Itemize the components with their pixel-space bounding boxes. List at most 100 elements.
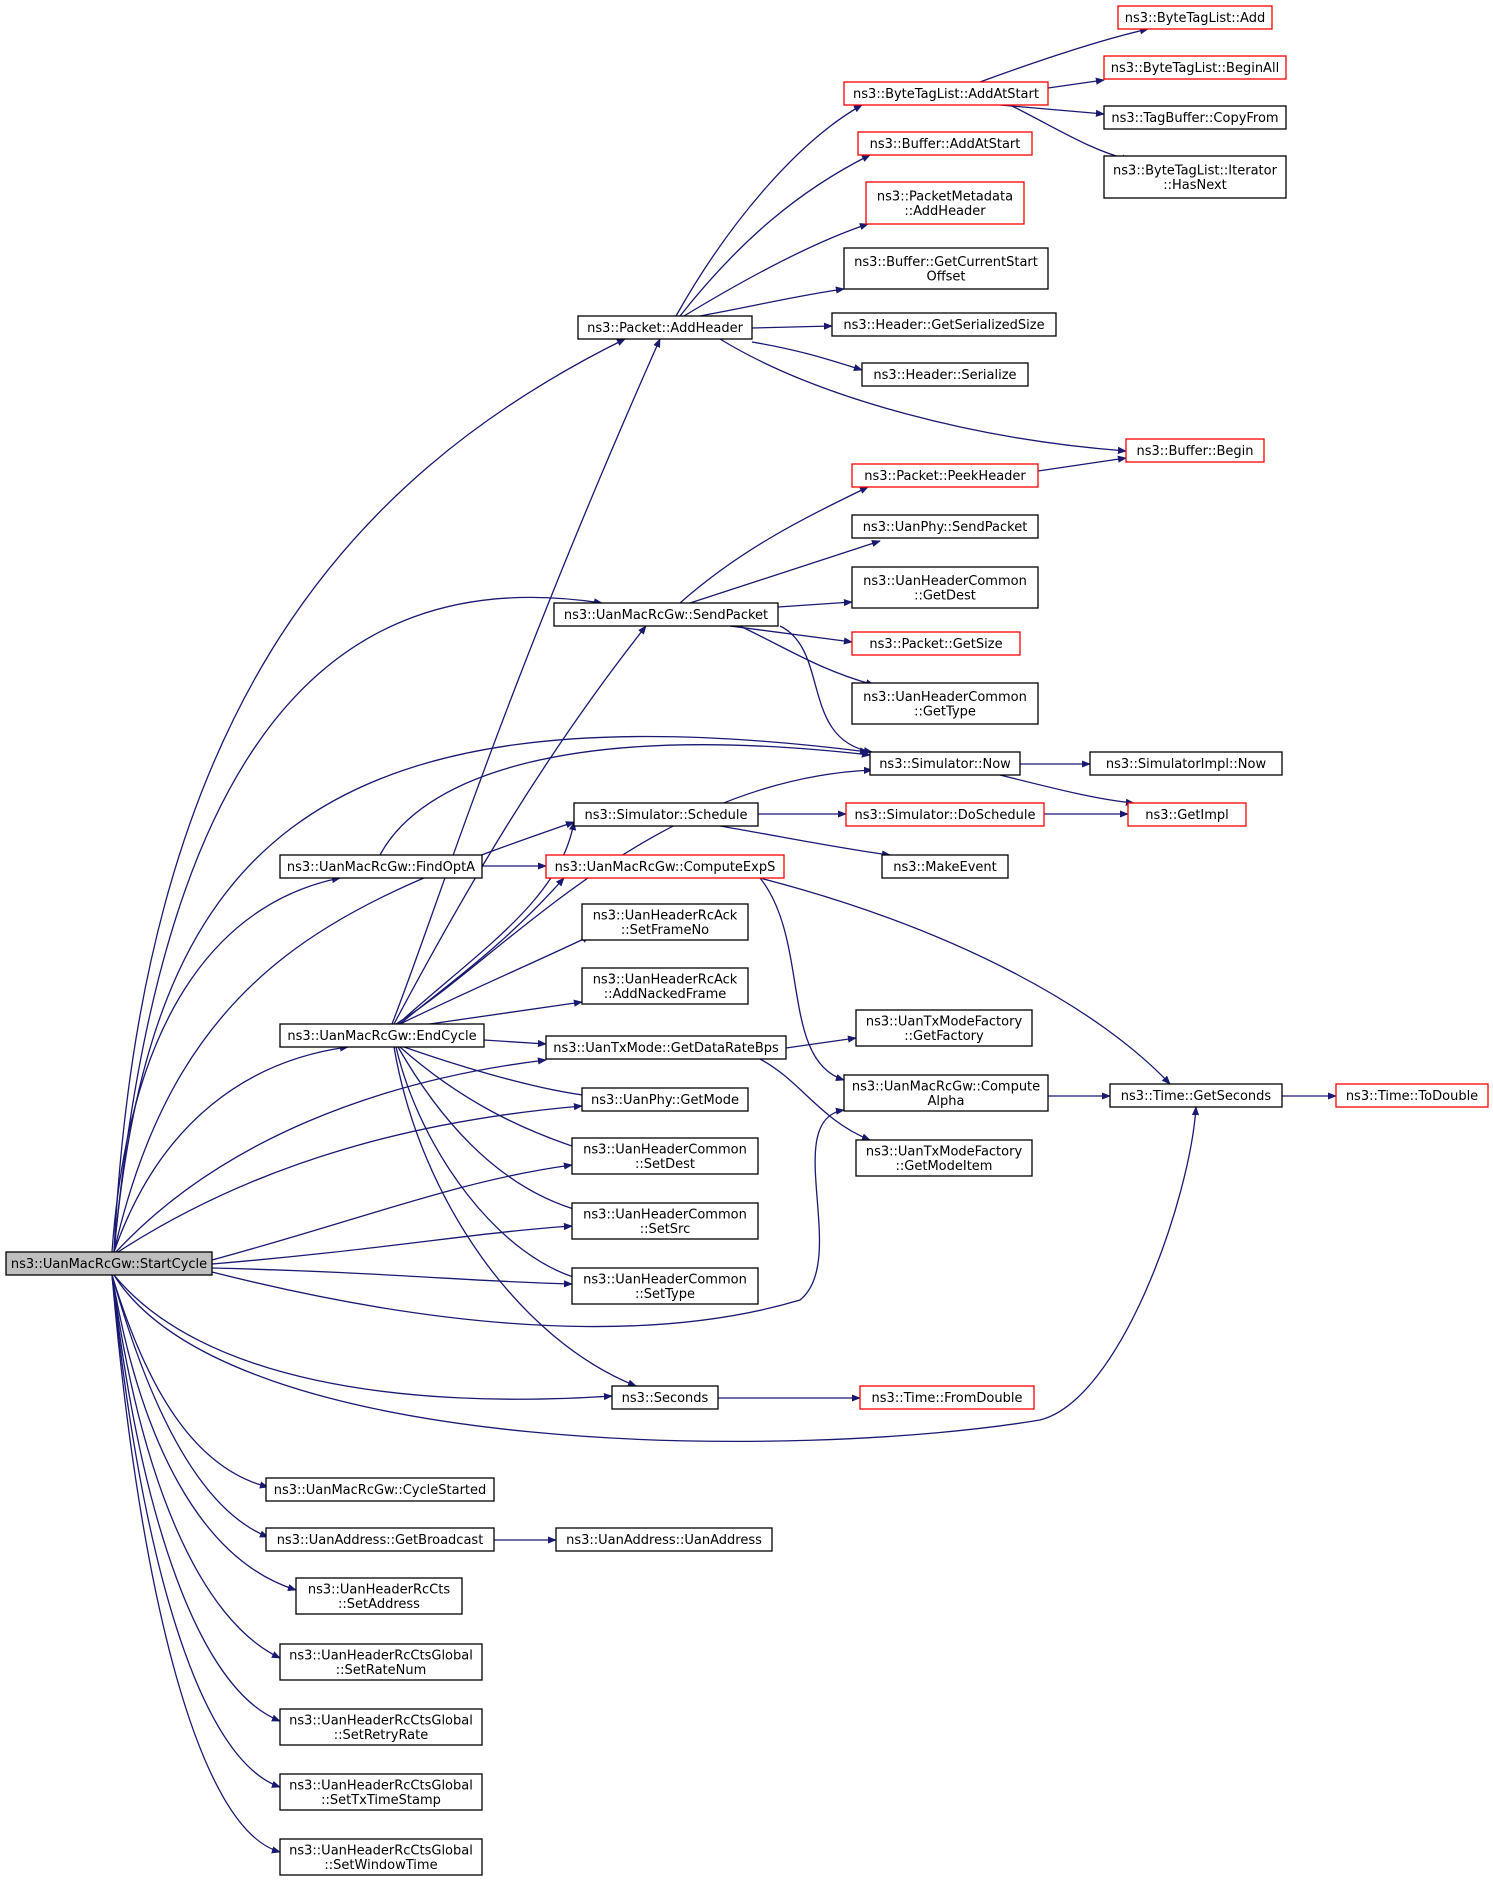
call-edge-33 bbox=[689, 540, 881, 604]
node-box bbox=[851, 682, 1039, 725]
call-edge-20 bbox=[111, 1274, 281, 1854]
node-phy-sendpacket[interactable]: ns3::UanPhy::SendPacket bbox=[851, 514, 1039, 539]
node-bt-beginall[interactable]: ns3::ByteTagList::BeginAll bbox=[1103, 55, 1287, 80]
node-getimpl[interactable]: ns3::GetImpl bbox=[1127, 802, 1247, 827]
call-edge-42 bbox=[719, 825, 891, 858]
node-computeexps[interactable]: ns3::UanMacRcGw::ComputeExpS bbox=[545, 854, 785, 879]
node-bt-addatstart[interactable]: ns3::ByteTagList::AddAtStart bbox=[843, 81, 1049, 106]
node-label: ns3::UanHeaderRcAck bbox=[593, 972, 738, 987]
node-label: ns3::UanTxModeFactory bbox=[866, 1144, 1023, 1159]
node-pm-addheader[interactable]: ns3::PacketMetadata::AddHeader bbox=[865, 181, 1025, 225]
node-box bbox=[571, 1267, 759, 1305]
node-setwindowtime[interactable]: ns3::UanHeaderRcCtsGlobal::SetWindowTime bbox=[279, 1838, 483, 1876]
node-label: ns3::UanHeaderRcCtsGlobal bbox=[289, 1713, 473, 1728]
node-addnackedframe[interactable]: ns3::UanHeaderRcAck::AddNackedFrame bbox=[581, 967, 749, 1005]
node-seconds[interactable]: ns3::Seconds bbox=[611, 1385, 719, 1410]
node-bt-add[interactable]: ns3::ByteTagList::Add bbox=[1117, 5, 1273, 30]
call-edge-21 bbox=[675, 104, 863, 317]
node-box bbox=[279, 1643, 483, 1681]
node-setretryrate[interactable]: ns3::UanHeaderRcCtsGlobal::SetRetryRate bbox=[279, 1708, 483, 1746]
call-edge-60 bbox=[393, 1046, 637, 1387]
node-getfactory[interactable]: ns3::UanTxModeFactory::GetFactory bbox=[855, 1009, 1033, 1047]
call-edge-46 bbox=[759, 877, 845, 1082]
node-peekheader[interactable]: ns3::Packet::PeekHeader bbox=[851, 463, 1039, 488]
node-root: ns3::UanMacRcGw::StartCycle bbox=[5, 1251, 213, 1276]
node-box bbox=[545, 1035, 787, 1060]
node-label: ns3::Buffer::Begin bbox=[1136, 444, 1253, 459]
node-label: ns3::MakeEvent bbox=[893, 860, 997, 875]
node-setdest[interactable]: ns3::UanHeaderCommon::SetDest bbox=[571, 1137, 759, 1175]
call-edge-18 bbox=[111, 1274, 281, 1722]
node-box bbox=[265, 1477, 495, 1502]
node-label: ns3::UanHeaderRcCts bbox=[308, 1582, 450, 1597]
node-gettype[interactable]: ns3::UanHeaderCommon::GetType bbox=[851, 682, 1039, 725]
node-getdataratebps[interactable]: ns3::UanTxMode::GetDataRateBps bbox=[545, 1035, 787, 1060]
call-edge-6 bbox=[115, 1057, 547, 1253]
node-settxtimestamp[interactable]: ns3::UanHeaderRcCtsGlobal::SetTxTimeStam… bbox=[279, 1773, 483, 1811]
node-getseconds[interactable]: ns3::Time::GetSeconds bbox=[1109, 1083, 1283, 1108]
node-schedule[interactable]: ns3::Simulator::Schedule bbox=[573, 802, 759, 827]
node-makeevent[interactable]: ns3::MakeEvent bbox=[881, 854, 1009, 879]
call-edge-30 bbox=[999, 104, 1105, 117]
node-label: ns3::Time::ToDouble bbox=[1346, 1089, 1478, 1104]
node-getserializedsize[interactable]: ns3::Header::GetSerializedSize bbox=[831, 312, 1057, 337]
node-uanaddress[interactable]: ns3::UanAddress::UanAddress bbox=[555, 1527, 773, 1552]
node-getsize[interactable]: ns3::Packet::GetSize bbox=[851, 631, 1021, 656]
node-doschedule[interactable]: ns3::Simulator::DoSchedule bbox=[845, 802, 1045, 827]
node-tb-copyfrom[interactable]: ns3::TagBuffer::CopyFrom bbox=[1103, 105, 1287, 130]
node-label: ::SetFrameNo bbox=[621, 923, 709, 938]
node-label: ns3::GetImpl bbox=[1145, 808, 1229, 823]
call-edge-51 bbox=[397, 821, 577, 1025]
node-getmode[interactable]: ns3::UanPhy::GetMode bbox=[581, 1087, 749, 1112]
node-box bbox=[1109, 1083, 1283, 1108]
call-edge-55 bbox=[483, 1039, 547, 1048]
call-edge-37 bbox=[779, 625, 873, 755]
node-label: ns3::Simulator::Now bbox=[879, 757, 1011, 772]
node-sendpacket[interactable]: ns3::UanMacRcGw::SendPacket bbox=[553, 602, 779, 627]
node-rccts-setaddress[interactable]: ns3::UanHeaderRcCts::SetAddress bbox=[295, 1577, 463, 1615]
call-edge-11 bbox=[211, 1107, 845, 1328]
node-label: ns3::Packet::AddHeader bbox=[587, 321, 743, 336]
node-bt-hasnext[interactable]: ns3::ByteTagList::Iterator::HasNext bbox=[1103, 155, 1287, 199]
node-label: ns3::UanHeaderRcCtsGlobal bbox=[289, 1778, 473, 1793]
node-setframeno[interactable]: ns3::UanHeaderRcAck::SetFrameNo bbox=[581, 903, 749, 941]
node-simnow[interactable]: ns3::Simulator::Now bbox=[869, 751, 1021, 776]
node-box bbox=[573, 802, 759, 827]
node-label: ::SetTxTimeStamp bbox=[321, 1793, 441, 1808]
node-getbroadcast[interactable]: ns3::UanAddress::GetBroadcast bbox=[265, 1527, 495, 1552]
node-box bbox=[611, 1385, 719, 1410]
node-box bbox=[1103, 155, 1287, 199]
node-label: ns3::ByteTagList::Iterator bbox=[1113, 163, 1278, 178]
node-box bbox=[279, 854, 483, 879]
node-label: ns3::ByteTagList::AddAtStart bbox=[853, 87, 1039, 102]
node-settype[interactable]: ns3::UanHeaderCommon::SetType bbox=[571, 1267, 759, 1305]
call-edge-26 bbox=[751, 341, 863, 372]
node-label: ns3::UanAddress::GetBroadcast bbox=[277, 1533, 484, 1548]
call-edge-17 bbox=[111, 1274, 281, 1659]
node-endcycle[interactable]: ns3::UanMacRcGw::EndCycle bbox=[279, 1023, 485, 1048]
node-label: ns3::UanHeaderCommon bbox=[583, 1272, 747, 1287]
node-buf-begin[interactable]: ns3::Buffer::Begin bbox=[1125, 438, 1265, 463]
node-todouble[interactable]: ns3::Time::ToDouble bbox=[1335, 1083, 1489, 1108]
node-addheader[interactable]: ns3::Packet::AddHeader bbox=[577, 315, 753, 340]
call-edge-40 bbox=[999, 774, 1135, 806]
node-getdest[interactable]: ns3::UanHeaderCommon::GetDest bbox=[851, 566, 1039, 609]
node-label: ns3::UanHeaderCommon bbox=[583, 1142, 747, 1157]
node-label: ns3::PacketMetadata bbox=[877, 189, 1013, 204]
node-getmodeitem[interactable]: ns3::UanTxModeFactory::GetModeItem bbox=[855, 1139, 1033, 1177]
node-cyclestarted[interactable]: ns3::UanMacRcGw::CycleStarted bbox=[265, 1477, 495, 1502]
node-buf-addatstart[interactable]: ns3::Buffer::AddAtStart bbox=[857, 131, 1033, 156]
node-box bbox=[831, 312, 1057, 337]
node-label: ns3::UanMacRcGw::EndCycle bbox=[287, 1029, 476, 1044]
node-setratenum[interactable]: ns3::UanHeaderRcCtsGlobal::SetRateNum bbox=[279, 1643, 483, 1681]
node-simimpl-now[interactable]: ns3::SimulatorImpl::Now bbox=[1089, 751, 1283, 776]
node-setsrc[interactable]: ns3::UanHeaderCommon::SetSrc bbox=[571, 1202, 759, 1240]
call-edge-4 bbox=[111, 876, 341, 1253]
node-box bbox=[843, 81, 1049, 106]
node-fromdouble[interactable]: ns3::Time::FromDouble bbox=[859, 1385, 1035, 1410]
node-findopta[interactable]: ns3::UanMacRcGw::FindOptA bbox=[279, 854, 483, 879]
node-serialize[interactable]: ns3::Header::Serialize bbox=[861, 362, 1029, 387]
